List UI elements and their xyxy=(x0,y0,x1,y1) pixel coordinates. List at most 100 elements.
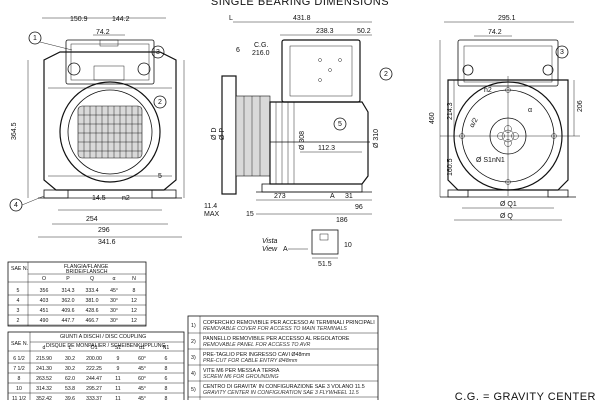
disc-cell: 6 xyxy=(165,356,168,362)
disc-coupling-table: SAE N. GIUNTI A DISCHI / DISC COUPLING D… xyxy=(7,331,185,400)
dim-alpha-half: α/2 xyxy=(469,117,480,129)
note-number: 3) xyxy=(191,355,196,361)
end-view: 295.1 74.2 3 n2 α α/2 Ø S1nN1 xyxy=(429,15,584,221)
dim-10: 10 xyxy=(344,242,352,249)
disc-cell: 215.90 xyxy=(36,356,52,362)
dim-74-2-end: 74.2 xyxy=(488,29,502,36)
disc-cell: 30.2 xyxy=(65,356,75,362)
dim-phi-310: Ø 310 xyxy=(373,129,380,148)
dim-431-8: 431.8 xyxy=(293,15,311,22)
dim-295-1: 295.1 xyxy=(498,15,516,22)
note-text-it: PANNELLO REMOVIBILE PER ACCESSO AL REGOL… xyxy=(203,336,350,342)
disc-cell: 62.0 xyxy=(65,376,75,382)
disc-cell: 45° xyxy=(138,396,146,400)
note-number: 2) xyxy=(191,339,196,345)
disc-cell: 11 xyxy=(115,386,120,392)
flange-cell: 362.0 xyxy=(62,298,75,304)
dim-74-2: 74.2 xyxy=(96,29,110,36)
note-number: 5) xyxy=(191,387,196,393)
fan-grille-slots xyxy=(77,105,143,159)
dim-phi-Q: Ø Q xyxy=(500,213,513,220)
dim-273: 273 xyxy=(274,193,286,200)
front-view: 150.9 144.2 74.2 xyxy=(9,16,185,246)
disc-cell: 333.37 xyxy=(86,396,102,400)
callout-5-front: 5 xyxy=(158,173,162,180)
stator-body-side xyxy=(269,101,369,185)
note-text-it: COPERCHIO REMOVIBILE PER ACCESSO AI TERM… xyxy=(203,320,375,326)
view-a-detail xyxy=(311,229,339,255)
dim-206: 206 xyxy=(577,100,584,112)
disc-cell: 39.6 xyxy=(65,396,75,400)
flange-col-header: P xyxy=(66,276,70,282)
disc-cell: 8 xyxy=(165,396,168,400)
callout-3-front: 3 xyxy=(156,49,160,56)
terminal-box-side xyxy=(281,39,361,103)
flange-cell: 314.3 xyxy=(62,288,75,294)
disc-coupling xyxy=(235,95,271,177)
callout-1-front: 1 xyxy=(33,35,37,42)
dim-144-2: 144.2 xyxy=(112,16,130,23)
dim-31: 31 xyxy=(345,193,353,200)
flange-cell: 45° xyxy=(110,288,118,294)
disc-cell: 45° xyxy=(138,366,146,372)
flange-cell: 447.7 xyxy=(62,318,75,324)
notes-list: 1)COPERCHIO REMOVIBILE PER ACCESSO AI TE… xyxy=(188,320,378,398)
flange-cell: 12 xyxy=(131,308,137,314)
disc-cell: 11 xyxy=(115,396,120,400)
disc-cell: 352.42 xyxy=(36,396,52,400)
flange-cell: 490 xyxy=(40,318,49,324)
dim-186: 186 xyxy=(336,217,348,224)
flange-cell: 12 xyxy=(131,318,137,324)
disc-cell: 7 1/2 xyxy=(13,366,25,372)
disc-cell: 9 xyxy=(117,356,120,362)
disc-cell: 45° xyxy=(138,386,146,392)
label-max: MAX xyxy=(204,211,220,218)
dim-phi-D: Ø D xyxy=(211,128,218,140)
disc-col-header: S1 xyxy=(115,345,121,351)
housing-front xyxy=(43,51,177,191)
callout-2-side: 2 xyxy=(384,71,388,78)
dim-A: A xyxy=(330,193,335,200)
flange-cell: 333.4 xyxy=(86,288,99,294)
dim-14-5: 14.5 xyxy=(92,195,106,202)
gravity-footer: C.G. = GRAVITY CENTER xyxy=(455,391,596,400)
disc-col-header: O1 xyxy=(91,345,98,351)
dim-phi-308: Ø 308 xyxy=(299,131,306,150)
note-text-en: REMOVABLE PANEL FOR ACCESS TO AVR xyxy=(203,342,311,348)
disc-cell: 314.32 xyxy=(36,386,52,392)
flange-col-header: N xyxy=(132,276,136,282)
disc-col-header: α1 xyxy=(139,345,145,351)
disc-cell: 11 xyxy=(115,376,120,382)
callout-2-front: 2 xyxy=(158,99,162,106)
side-view: L 431.8 238.3 50.2 C.G. 216.0 6 Ø D Ø P … xyxy=(204,15,393,268)
notes-box: 1)COPERCHIO REMOVIBILE PER ACCESSO AI TE… xyxy=(187,315,379,400)
flange-cell: 409.6 xyxy=(62,308,75,314)
flange-cell: 3 xyxy=(17,308,20,314)
dim-alpha1: α xyxy=(528,107,532,114)
disc-cell: 241.30 xyxy=(36,366,52,372)
note-text-en: PRE-CUT FOR CABLE ENTRY Ø48mm xyxy=(203,358,298,364)
disc-title-it: GIUNTI A DISCHI / DISC COUPLING xyxy=(60,334,146,340)
disc-cell: 11 1/2 xyxy=(12,396,26,400)
disc-cell: 10 xyxy=(16,386,22,392)
disc-cell: 53.8 xyxy=(65,386,75,392)
flange-cell: 30° xyxy=(110,318,118,324)
disc-col-header: L xyxy=(69,345,72,351)
callout-4-front: 4 xyxy=(14,202,18,209)
flange-cell: 30° xyxy=(110,298,118,304)
dim-341-6: 341.6 xyxy=(98,239,116,246)
dim-160-5: 160.5 xyxy=(447,158,454,176)
flange-cell: 451 xyxy=(40,308,49,314)
dim-n2: n2 xyxy=(122,195,130,202)
flange-col-header: O xyxy=(42,276,46,282)
flange-col-header: Q xyxy=(90,276,94,282)
disc-cell: 222.25 xyxy=(86,366,102,372)
disc-cell: 60° xyxy=(138,356,146,362)
flange-cell: 428.6 xyxy=(86,308,99,314)
view-label-it: Vista xyxy=(262,238,278,245)
dim-L: L xyxy=(229,15,233,22)
